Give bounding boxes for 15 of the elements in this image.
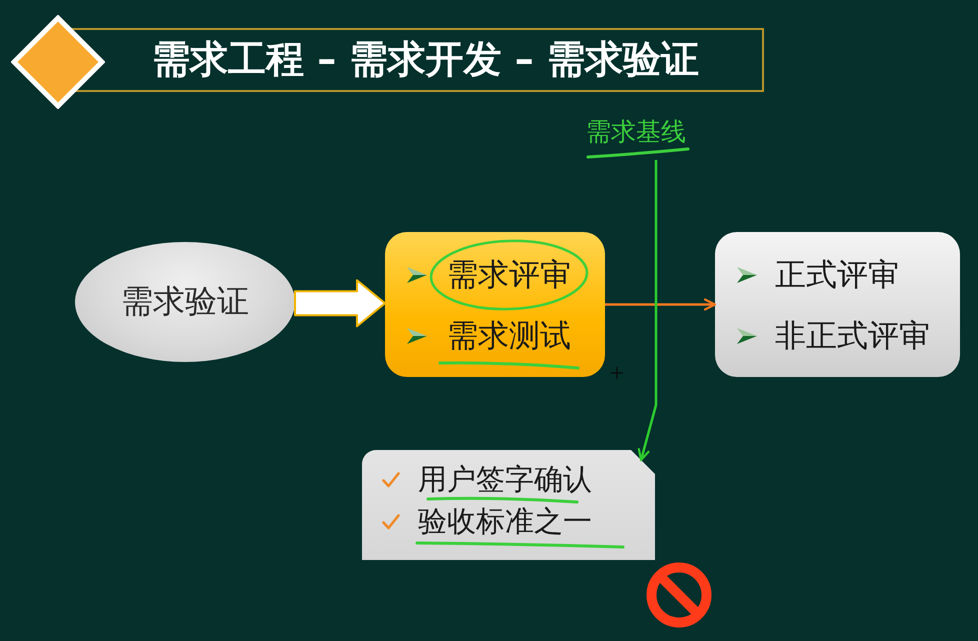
bullet-text: 非正式评审 (775, 318, 930, 354)
title-text: 需求工程 – 需求开发 – 需求验证 (152, 39, 699, 81)
bullet-text: 需求评审 (447, 258, 571, 292)
checklist-text: 用户签字确认 (418, 464, 592, 496)
arrow (638, 160, 658, 462)
block-arrow (294, 279, 386, 328)
process-box (715, 232, 960, 377)
handwritten-label: 需求基线 (586, 118, 686, 146)
arrow (605, 298, 716, 311)
process-box (385, 232, 605, 377)
note-box (362, 450, 655, 560)
checklist-text: 验收标准之一 (418, 506, 592, 538)
bullet-text: 需求测试 (447, 318, 571, 354)
node-label: 需求验证 (121, 284, 249, 320)
bullet-text: 正式评审 (775, 258, 899, 292)
